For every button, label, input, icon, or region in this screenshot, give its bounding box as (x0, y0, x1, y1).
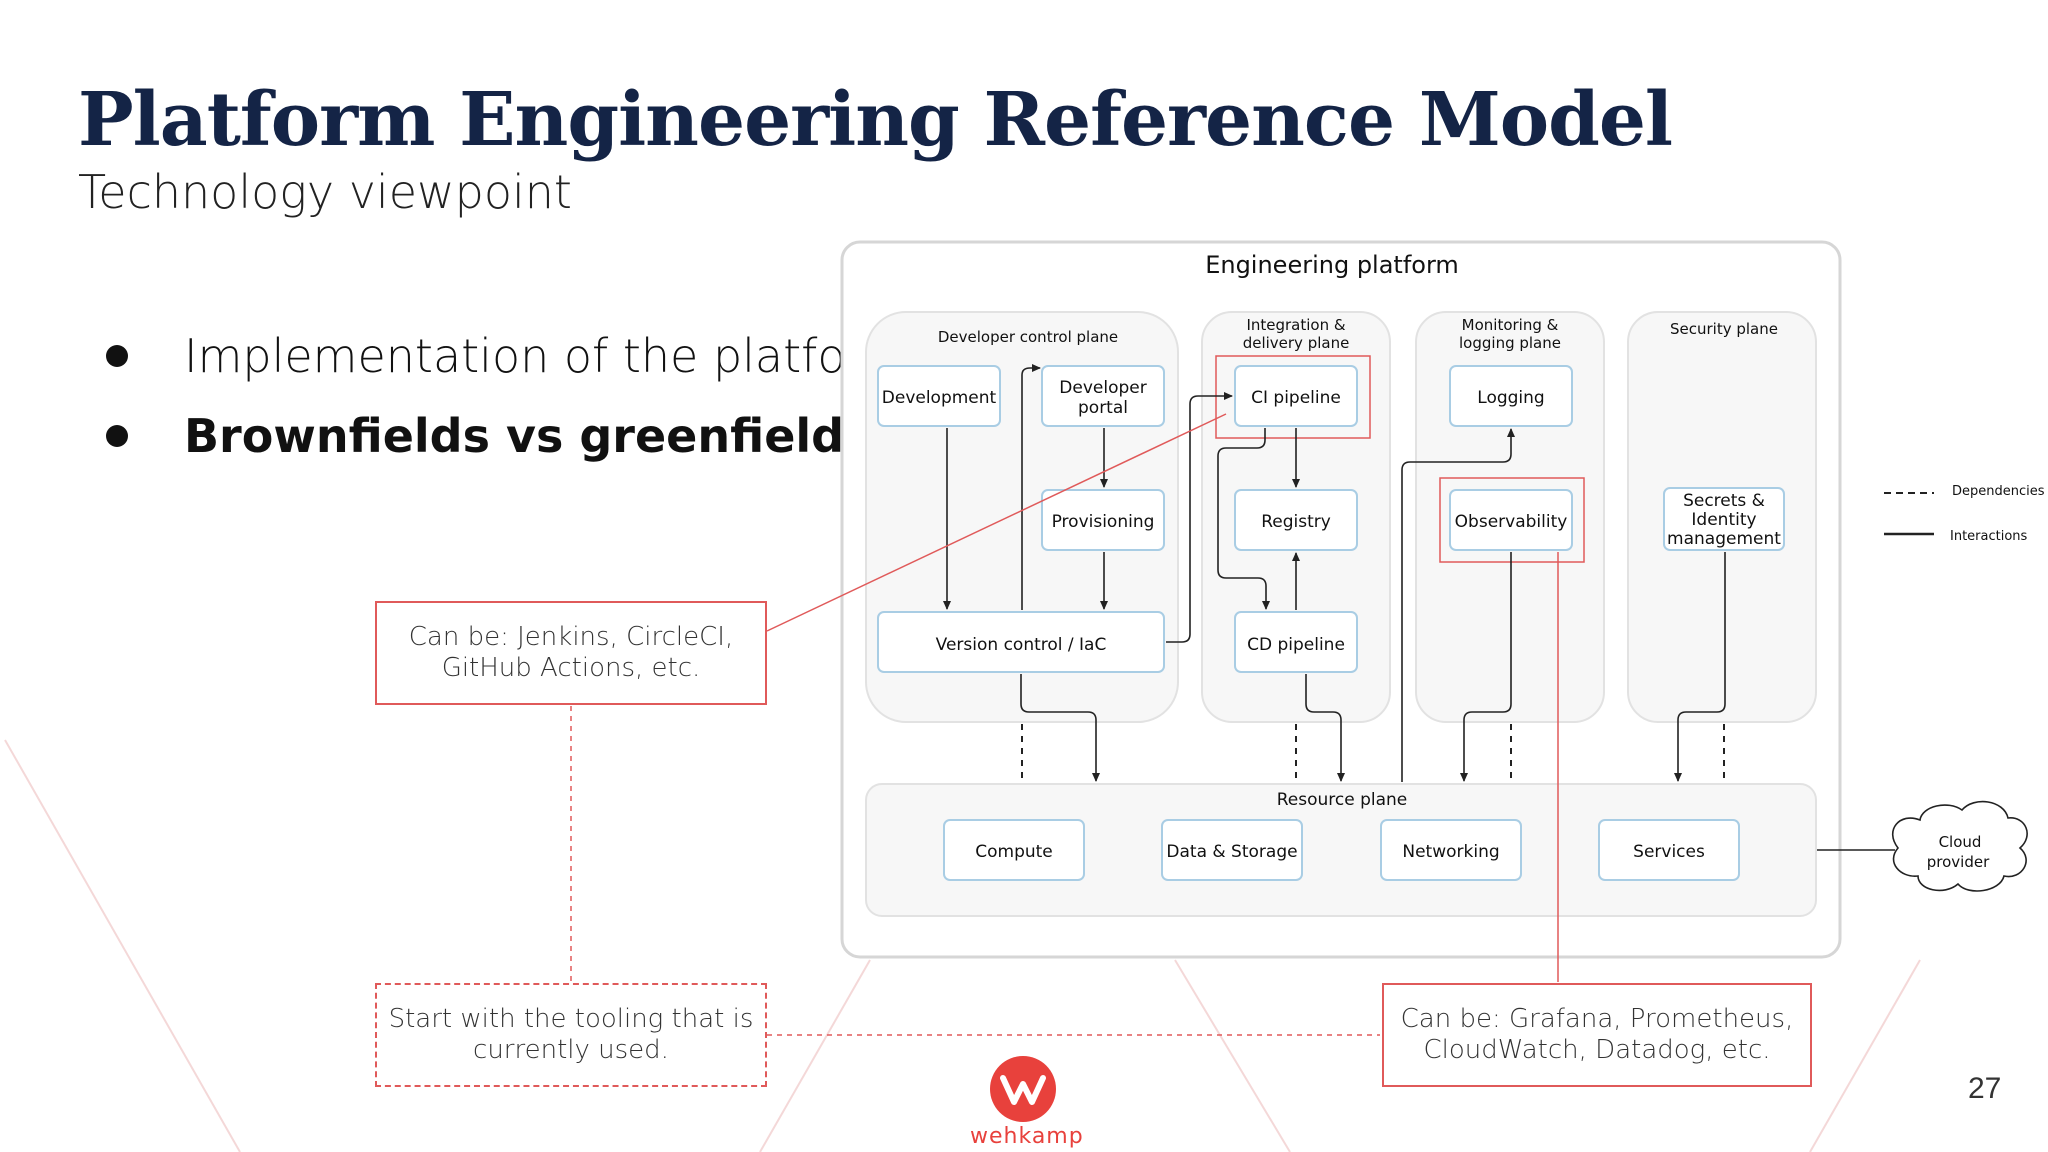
legend-interactions-label: Interactions (1950, 529, 2028, 544)
dependency-lines (1021, 724, 1725, 782)
node-registry (1234, 489, 1358, 551)
node-provisioning (1041, 489, 1165, 551)
callout-ci-tools: Can be: Jenkins, CircleCI, GitHub Action… (375, 601, 767, 705)
callout-observability-tools: Can be: Grafana, Prometheus, CloudWatch,… (1382, 983, 1812, 1087)
bullet-text: Brownfields vs greenfield (184, 409, 845, 463)
node-networking (1380, 819, 1522, 881)
cloud-provider-label: Cloud (1939, 833, 1982, 851)
page-number: 27 (1968, 1072, 2002, 1105)
node-services (1598, 819, 1740, 881)
bullet-text: Implementation of the platform (184, 329, 909, 383)
node-observability (1449, 489, 1573, 551)
cloud-provider-label: provider (1927, 853, 1990, 871)
node-development (877, 365, 1001, 427)
plane-label-integration-delivery: delivery plane (1243, 334, 1350, 352)
bullet-item: Implementation of the platform (106, 326, 908, 386)
observability-highlight (1439, 477, 1585, 563)
node-compute (943, 819, 1085, 881)
plane-label-security: Security plane (1670, 320, 1778, 338)
plane-label-monitoring-logging: Monitoring & (1462, 316, 1559, 334)
legend-dependencies-label: Dependencies (1952, 484, 2045, 499)
node-secrets (1663, 487, 1785, 551)
plane-label-integration-delivery: Integration & (1246, 316, 1345, 334)
node-label: Development (882, 388, 997, 408)
node-data-storage (1161, 819, 1303, 881)
platform-title: Engineering platform (1205, 251, 1459, 279)
bullet-dot (106, 344, 128, 367)
node-label: portal (1078, 398, 1128, 418)
node-label: Data & Storage (1166, 842, 1297, 862)
bullet-item: Brownfields vs greenfield (106, 406, 844, 466)
callout-connectors (570, 413, 1559, 1036)
node-ci-pipeline (1234, 365, 1358, 427)
callout-start-tooling: Start with the tooling that is currently… (375, 983, 767, 1087)
node-label: Developer (1059, 378, 1146, 398)
node-label: Logging (1477, 388, 1544, 408)
node-label: Provisioning (1052, 512, 1155, 532)
cloud-provider-shape (1892, 800, 2028, 892)
node-label: management (1667, 529, 1781, 549)
node-label: Networking (1402, 842, 1499, 862)
plane-label-resource: Resource plane (1277, 790, 1408, 810)
node-label: Version control / IaC (936, 635, 1107, 655)
node-label: Registry (1261, 512, 1331, 532)
slide-title: Platform Engineering Reference Model (78, 77, 1673, 163)
brand-name: wehkamp (970, 1124, 1084, 1149)
node-label: Services (1633, 842, 1705, 862)
node-label: Compute (975, 842, 1053, 862)
node-developer-portal (1041, 365, 1165, 427)
resource-plane (865, 783, 1817, 917)
node-cd-pipeline (1234, 611, 1358, 673)
ci-highlight (1215, 355, 1371, 439)
node-logging (1449, 365, 1573, 427)
node-label: Observability (1455, 512, 1568, 532)
node-label: CD pipeline (1247, 635, 1345, 655)
interaction-arrows (943, 364, 1895, 851)
bullet-dot (106, 424, 128, 447)
wehkamp-logo (990, 1056, 1056, 1122)
node-label: Secrets & (1683, 491, 1765, 511)
plane-label-monitoring-logging: logging plane (1459, 334, 1561, 352)
slide-subtitle: Technology viewpoint (78, 165, 572, 219)
node-label: Identity (1691, 510, 1756, 530)
node-version-control (877, 611, 1165, 673)
node-label: CI pipeline (1251, 388, 1341, 408)
plane-label-developer-control: Developer control plane (938, 328, 1118, 346)
